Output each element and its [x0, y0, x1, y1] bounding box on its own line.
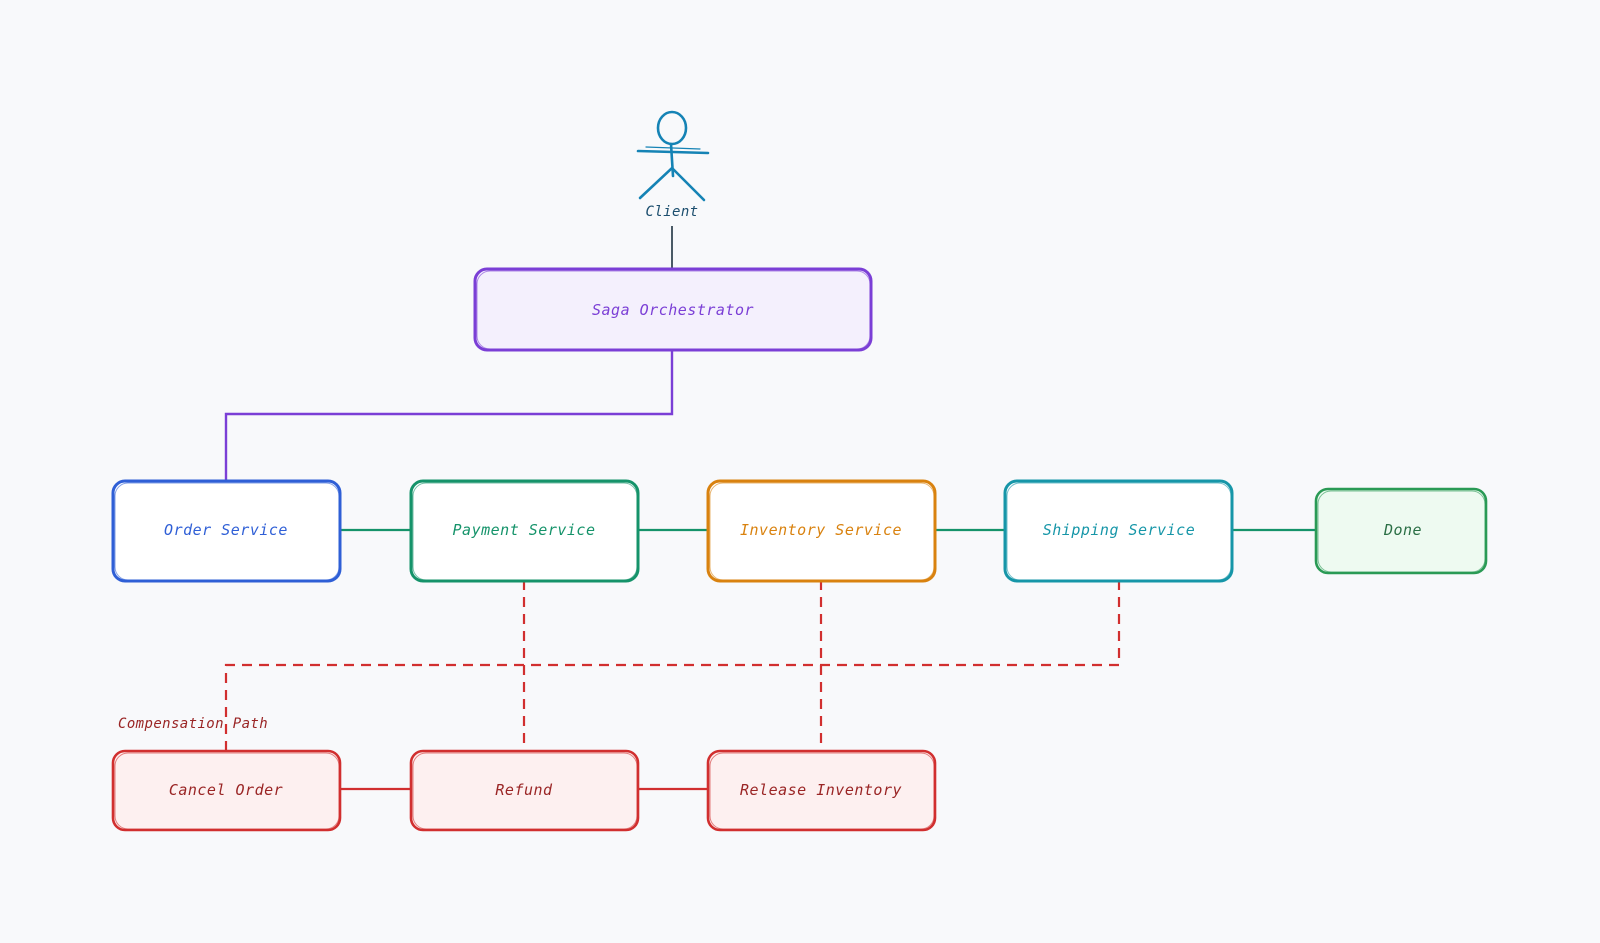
shipping-service-box	[1003, 479, 1234, 583]
actor-client[interactable]: Client	[636, 110, 710, 220]
refund-box-sketch	[412, 752, 638, 830]
cancel-order-label: Cancel Order	[169, 781, 283, 799]
node-refund[interactable]: Refund	[409, 749, 640, 832]
release-inventory-box-sketch	[709, 752, 935, 830]
compensation-path-label: Compensation Path	[118, 716, 268, 732]
payment-service-box-sketch	[412, 482, 638, 581]
done-box	[1314, 487, 1488, 575]
orchestrator-box	[473, 267, 873, 352]
refund-label: Refund	[495, 781, 553, 799]
node-cancel-order[interactable]: Cancel Order	[111, 749, 342, 832]
node-shipping-service[interactable]: Shipping Service	[1003, 479, 1234, 583]
order-service-box-sketch	[114, 482, 340, 581]
payment-service-box	[409, 479, 640, 583]
node-order-service[interactable]: Order Service	[111, 479, 342, 583]
actor-label: Client	[646, 204, 699, 220]
connector-orchestrator-order	[224, 350, 674, 480]
connector-shipping-cancel	[224, 580, 1121, 750]
shipping-service-label: Shipping Service	[1043, 521, 1196, 539]
person-icon	[636, 110, 710, 202]
inventory-service-box-sketch	[709, 482, 935, 581]
inventory-service-label: Inventory Service	[740, 521, 902, 539]
release-inventory-label: Release Inventory	[740, 781, 902, 799]
shipping-service-box-sketch	[1006, 482, 1232, 581]
node-payment-service[interactable]: Payment Service	[409, 479, 640, 583]
node-saga-orchestrator[interactable]: Saga Orchestrator	[473, 267, 873, 352]
orchestrator-label: Saga Orchestrator	[592, 301, 754, 319]
node-done[interactable]: Done	[1314, 487, 1488, 575]
node-inventory-service[interactable]: Inventory Service	[706, 479, 937, 583]
orchestrator-box-sketch	[476, 270, 871, 350]
order-service-label: Order Service	[164, 521, 288, 539]
node-release-inventory[interactable]: Release Inventory	[706, 749, 937, 832]
connectors	[224, 226, 1316, 791]
payment-service-label: Payment Service	[453, 521, 596, 539]
order-service-box	[111, 479, 342, 583]
refund-box	[409, 749, 640, 832]
done-label: Done	[1383, 521, 1422, 539]
cancel-order-box	[111, 749, 342, 832]
cancel-order-box-sketch	[114, 752, 340, 830]
release-inventory-box	[706, 749, 937, 832]
done-box-sketch	[1317, 490, 1486, 573]
inventory-service-box	[706, 479, 937, 583]
